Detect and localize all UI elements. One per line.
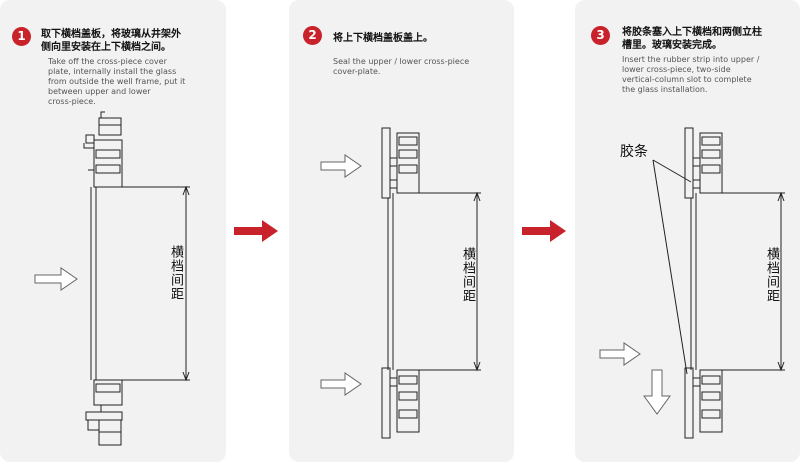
step-1-panel: 1 取下横档盖板，将玻璃从井架外 侧向里安装在上下横档之间。 Take off …: [0, 0, 226, 462]
leader-line: [652, 159, 688, 375]
step-description-line: from outside the well frame, put it: [48, 77, 186, 86]
rubber-strip-label: 胶条: [620, 144, 648, 160]
bottom-cover-plate: [389, 377, 398, 387]
column-profile: [684, 127, 694, 199]
red-right-arrow-icon: [234, 220, 278, 242]
top-cross-piece: [396, 132, 420, 194]
step-3-panel: 3 将胶条塞入上下横档和两侧立柱 槽里。玻璃安装完成。 Insert the r…: [575, 0, 800, 462]
profile-drawing: [34, 111, 190, 446]
dimension-label: 横档间距: [764, 247, 779, 303]
step-title: 将上下横档盖板盖上。: [333, 32, 433, 45]
step-2-panel: 2 将上下横档盖板盖上。 Seal the upper / lower cros…: [289, 0, 514, 462]
top-cover-plate: [98, 117, 122, 136]
step-description: Take off the cross-piece cover plate, in…: [48, 57, 185, 107]
step-title-line: 侧向里安装在上下横档之间。: [41, 42, 171, 53]
top-cross-piece: [699, 132, 723, 194]
step-description-line: the glass installation.: [622, 85, 708, 94]
step-description-line: plate, internally install the glass: [48, 67, 177, 76]
red-right-arrow-icon: [522, 220, 566, 242]
push-arrow-icon: [34, 267, 78, 291]
step-title-line: 取下横档盖板，将玻璃从井架外: [41, 29, 181, 40]
step-description-line: lower cross-piece, two-side: [622, 65, 731, 74]
step-title-line: 将胶条塞入上下横档和两侧立柱: [622, 27, 762, 38]
step-title: 将胶条塞入上下横档和两侧立柱 槽里。玻璃安装完成。: [622, 26, 762, 52]
rubber-strip-bottom: [692, 377, 701, 387]
rubber-strip-top: [692, 179, 701, 189]
push-arrow-icon: [320, 372, 362, 396]
leader-line: [652, 159, 692, 183]
bottom-cross-piece: [93, 379, 123, 406]
push-arrow-icon: [320, 154, 362, 178]
step-description-line: between upper and lower: [48, 87, 151, 96]
dimension-label: 横档间距: [460, 247, 475, 303]
profile-drawing: [599, 127, 785, 439]
step-number-badge: 1: [12, 27, 31, 46]
step-title-line: 槽里。玻璃安装完成。: [622, 40, 722, 51]
bottom-cross-piece: [396, 369, 420, 433]
column-profile: [381, 127, 391, 199]
push-arrow-icon: [599, 342, 641, 366]
push-arrow-down-icon: [643, 369, 671, 415]
step-description-line: Seal the upper / lower cross-piece: [333, 57, 470, 66]
step-number-badge: 3: [591, 26, 610, 45]
step-description: Seal the upper / lower cross-piece cover…: [333, 57, 469, 77]
step-description-line: cover-plate.: [333, 67, 381, 76]
step-description-line: Insert the rubber strip into upper /: [622, 55, 760, 64]
step-number-badge: 2: [303, 26, 322, 45]
top-cover-plate: [389, 157, 398, 167]
top-cross-piece: [93, 139, 123, 188]
step-title-line: 将上下横档盖板盖上。: [333, 33, 433, 44]
step-description-line: Take off the cross-piece cover: [48, 57, 167, 66]
step-description-line: cross-piece.: [48, 97, 96, 106]
step-title: 取下横档盖板，将玻璃从井架外 侧向里安装在上下横档之间。: [41, 28, 181, 54]
step-description: Insert the rubber strip into upper / low…: [622, 55, 759, 95]
step-description-line: vertical-column slot to complete: [622, 75, 752, 84]
dimension-label: 横档间距: [168, 245, 183, 301]
profile-drawing: [320, 127, 481, 439]
bottom-cross-piece: [699, 369, 723, 433]
